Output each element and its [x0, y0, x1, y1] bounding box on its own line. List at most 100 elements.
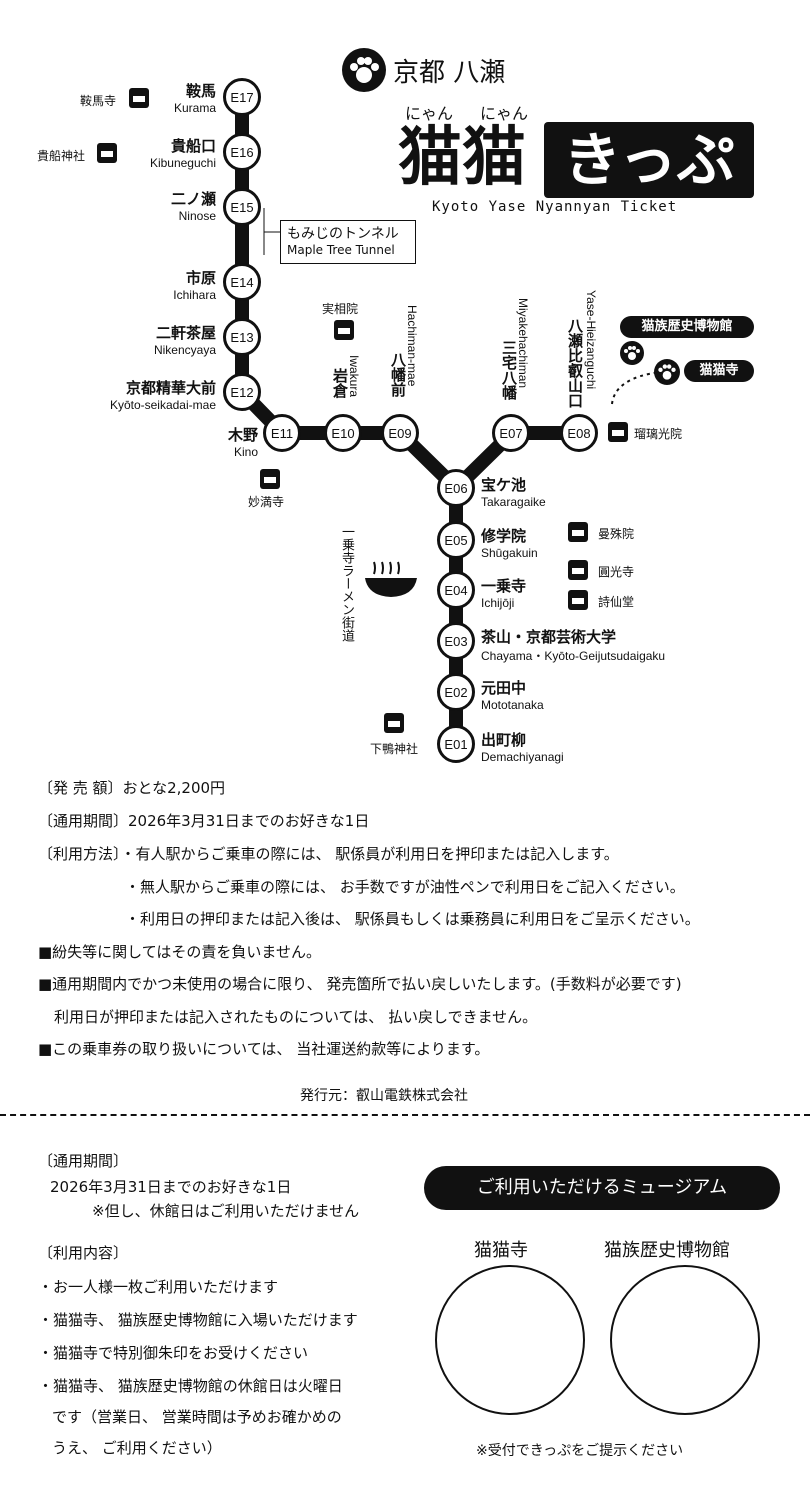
- landmark-kuramadera-label: 鞍馬寺: [80, 94, 117, 108]
- station-e01: E01: [437, 725, 475, 763]
- paw-icon-nekodera: [654, 359, 680, 385]
- station-e15: E15: [223, 188, 261, 226]
- station-e14: E14: [223, 263, 261, 301]
- stub-period-2: ※但し、休館日はご利用いただけません: [92, 1202, 360, 1220]
- furigana-1: にゃん: [405, 104, 454, 123]
- paw-logo-icon: [342, 48, 386, 92]
- station-e04: E04: [437, 571, 475, 609]
- landmark-kifune-label: 貴船神社: [37, 149, 86, 163]
- ramen-street-label: 一乗寺ラーメン街道: [339, 525, 354, 642]
- station-e12: E12: [223, 373, 261, 411]
- title-nyannyan: 猫猫: [398, 121, 526, 195]
- station-label-e07-jp: 三宅八幡: [500, 340, 518, 400]
- museum-name-museum: 猫族歴史博物館: [604, 1240, 730, 1261]
- temple-icon-shisendo: [568, 590, 588, 610]
- stamp-circle-nekodera: [435, 1265, 585, 1415]
- museums-heading: ご利用いただけるミュージアム: [424, 1166, 780, 1210]
- museum-dotted-path: [611, 371, 661, 405]
- station-e13: E13: [223, 318, 261, 356]
- rule-price: 〔発 売 額〕おとな2,200円: [38, 779, 226, 797]
- landmark-shimogamo-label: 下鴨神社: [370, 742, 419, 756]
- stub-usage-1: ・お一人様一枚ご利用いただけます: [38, 1278, 279, 1296]
- issuer: 発行元：叡山電鉄株式会社: [300, 1088, 468, 1104]
- museum-name-nekodera: 猫猫寺: [474, 1240, 528, 1261]
- station-e06: E06: [437, 469, 475, 507]
- stub-usage-6: うえ、 ご利用ください）: [52, 1439, 222, 1457]
- station-label-e09-jp: 八幡前: [389, 352, 407, 397]
- landmark-jissoin-label: 実相院: [322, 302, 359, 316]
- tear-line: [0, 1114, 810, 1116]
- station-label-e08-ro: Yase-Hieizanguchi: [584, 290, 598, 390]
- temple-icon-jissoin: [334, 320, 354, 340]
- stub-period-1: 2026年3月31日までのお好きな1日: [50, 1178, 292, 1196]
- landmark-enkoji-label: 圓光寺: [598, 565, 635, 579]
- temple-icon-myomanji: [260, 469, 280, 489]
- station-label-e09-ro: Hachiman-mae: [405, 305, 419, 387]
- station-e05: E05: [437, 521, 475, 559]
- furigana-2: にゃん: [480, 104, 529, 123]
- temple-icon-kifune: [97, 143, 117, 163]
- station-e02: E02: [437, 673, 475, 711]
- station-e07: E07: [492, 414, 530, 452]
- station-e11: E11: [263, 414, 301, 452]
- rule-usage-2: ・無人駅からご乗車の際には、 お手数ですが油性ペンで利用日をご記入ください。: [125, 878, 685, 896]
- stamp-circle-museum: [610, 1265, 760, 1415]
- station-label-e10-ro: Iwakura: [347, 355, 361, 398]
- subtitle: Kyoto Yase Nyannyan Ticket: [432, 199, 678, 215]
- temple-icon-rurikoin: [608, 422, 628, 442]
- rule-usage-3: ・利用日の押印または記入後は、 駅係員もしくは乗務員に利用日をご呈示ください。: [125, 910, 700, 928]
- temple-icon-manshuin: [568, 522, 588, 542]
- maple-tunnel-jp: もみじのトンネル: [287, 226, 399, 242]
- station-e03: E03: [437, 622, 475, 660]
- museum-badge: 猫族歴史博物館: [620, 316, 754, 338]
- brand-text: 京都 八瀬: [393, 58, 506, 88]
- landmark-rurikoin-label: 瑠璃光院: [634, 427, 683, 441]
- rule-terms: ■この乗車券の取り扱いについては、 当社運送約款等によります。: [38, 1040, 490, 1058]
- temple-icon-kuramadera: [129, 88, 149, 108]
- maple-tunnel-box: もみじのトンネル Maple Tree Tunnel: [280, 220, 416, 264]
- rule-loss: ■紛失等に関してはその責を負いません。: [38, 943, 321, 961]
- temple-icon-enkoji: [568, 560, 588, 580]
- station-label-e08-jp: 八瀬比叡山口: [566, 318, 584, 408]
- station-e09: E09: [381, 414, 419, 452]
- nekodera-badge: 猫猫寺: [684, 360, 754, 382]
- station-label-e10-jp: 岩倉: [331, 368, 349, 398]
- station-e17: E17: [223, 78, 261, 116]
- rule-refund-1: ■通用期間内でかつ未使用の場合に限り、 発売箇所で払い戻しいたします。(手数料が…: [38, 975, 682, 993]
- station-e16: E16: [223, 133, 261, 171]
- stub-usage-3: ・猫猫寺で特別御朱印をお受けください: [38, 1344, 309, 1362]
- stub-note: ※受付できっぷをご提示ください: [476, 1443, 684, 1459]
- paw-icon-museum: [620, 341, 644, 365]
- station-e10: E10: [324, 414, 362, 452]
- rule-refund-2: 利用日が押印または記入されたものについては、 払い戻しできません。: [54, 1008, 538, 1026]
- landmark-myomanji-label: 妙満寺: [248, 495, 285, 509]
- station-label-e07-ro: Miyakehachiman: [516, 298, 530, 389]
- stub-usage-2: ・猫猫寺、 猫族歴史博物館に入場いただけます: [38, 1311, 358, 1329]
- stub-usage-4: ・猫猫寺、 猫族歴史博物館の休館日は火曜日: [38, 1377, 343, 1395]
- station-e08: E08: [560, 414, 598, 452]
- stub-usage-heading: 〔利用内容〕: [38, 1244, 129, 1262]
- stub-period-heading: 〔通用期間〕: [38, 1152, 129, 1170]
- maple-tunnel-en: Maple Tree Tunnel: [287, 243, 395, 257]
- title-kippu: きっぷ: [544, 122, 754, 198]
- stub-usage-5: です（営業日、 営業時間は予めお確かめの: [52, 1408, 342, 1426]
- landmark-shisendo-label: 詩仙堂: [598, 595, 635, 609]
- rule-usage-1: 〔利用方法〕・有人駅からご乗車の際には、 駅係員が利用日を押印または記入します。: [38, 845, 619, 863]
- ramen-bowl-icon: [362, 560, 420, 600]
- rule-period: 〔通用期間〕2026年3月31日までのお好きな1日: [38, 812, 370, 830]
- landmark-manshuin-label: 曼殊院: [598, 527, 635, 541]
- temple-icon-shimogamo: [384, 713, 404, 733]
